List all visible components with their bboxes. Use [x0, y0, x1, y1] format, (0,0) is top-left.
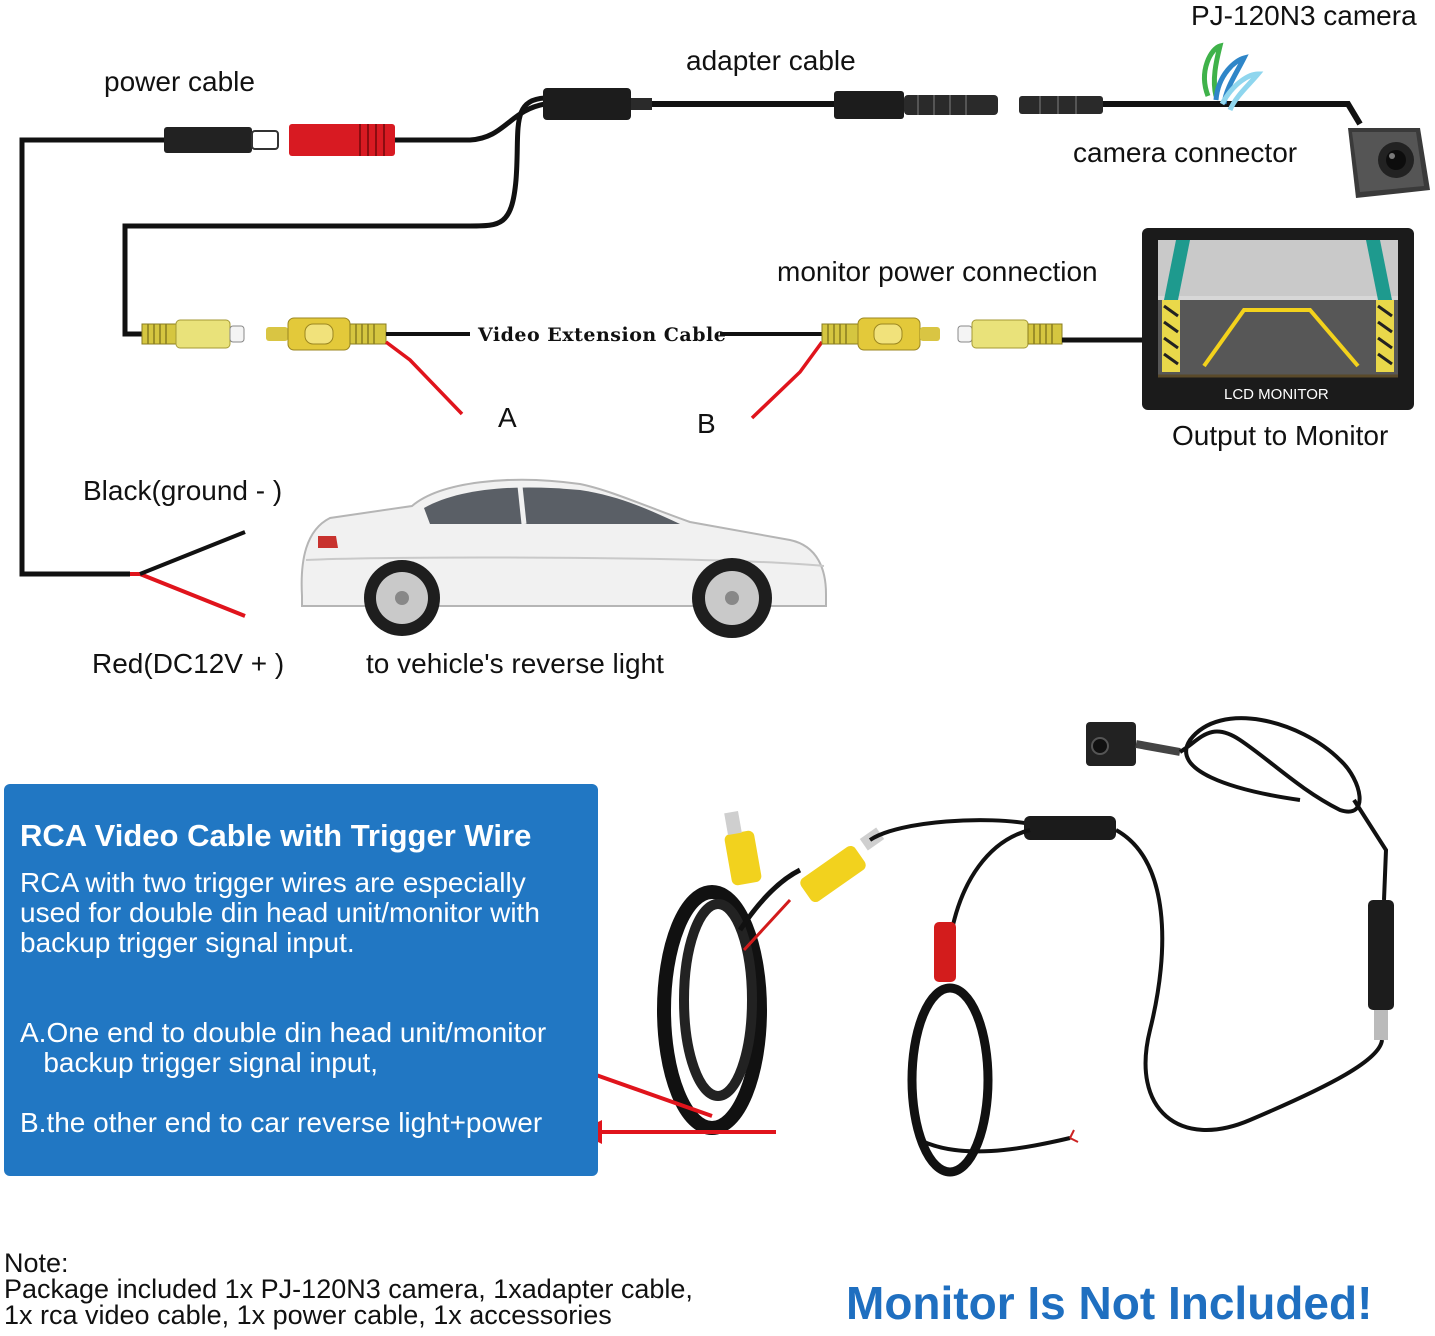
- lcd-monitor: [1142, 228, 1414, 410]
- red-dc12v-label: Red(DC12V + ): [92, 648, 285, 679]
- panel-point-b: B.the other end to car reverse light+pow…: [20, 1107, 543, 1138]
- video-branch-wire: [122, 95, 546, 337]
- adapter-connector: [834, 91, 904, 119]
- package-note: Note: Package included 1x PJ-120N3 camer…: [4, 1248, 693, 1330]
- power-plug-black: [164, 127, 252, 153]
- point-b-label: B: [697, 408, 716, 439]
- red-plug-photo: [934, 922, 956, 982]
- rca-female-left: [125, 319, 245, 349]
- splitter-photo: [1024, 816, 1116, 840]
- waterproof-icon: [1202, 42, 1264, 112]
- point-a-label: A: [498, 402, 517, 433]
- camera-connector-photo: [1368, 900, 1394, 1010]
- power-cable-label: power cable: [104, 66, 255, 97]
- panel-description: RCA with two trigger wires are especiall…: [20, 867, 540, 958]
- note-body: Package included 1x PJ-120N3 camera, 1xa…: [4, 1274, 693, 1330]
- power-red-branch: [130, 572, 246, 618]
- rca-female-right: [957, 319, 1146, 349]
- camera-photo: [1086, 722, 1136, 766]
- power-branch-wire: [395, 101, 546, 143]
- monitor-power-connection-label: monitor power connection: [777, 256, 1098, 287]
- video-extension-cable-label: Video Extension Cable: [478, 324, 727, 346]
- camera-connector-plug: [1019, 96, 1103, 114]
- adapter-cable-label: adapter cable: [686, 45, 856, 76]
- panel-title: RCA Video Cable with Trigger Wire: [20, 818, 532, 853]
- output-to-monitor-label: Output to Monitor: [1172, 420, 1389, 451]
- rca-male-b: [821, 317, 940, 351]
- power-plug-red: [289, 124, 395, 156]
- camera-model-label: PJ-120N3 camera: [1191, 0, 1417, 31]
- monitor-not-included-banner: Monitor Is Not Included!: [846, 1277, 1373, 1329]
- panel-point-a: A.One end to double din head unit/monito…: [20, 1017, 547, 1078]
- camera-body: [1348, 128, 1430, 198]
- arrow-b-icon: [578, 1120, 776, 1144]
- lcd-monitor-label: LCD MONITOR: [1224, 386, 1329, 403]
- black-ground-label: Black(ground - ): [83, 475, 283, 506]
- car-illustration: [300, 478, 827, 638]
- note-heading: Note:: [4, 1248, 69, 1278]
- power-black-branch: [139, 530, 246, 576]
- power-ground-wire: [19, 137, 165, 577]
- rca-plug-photo-1: [724, 810, 762, 886]
- adapter-splitter: [543, 88, 631, 120]
- product-photo: [657, 716, 1394, 1177]
- trigger-wire-b: [750, 340, 824, 420]
- reverse-light-label: to vehicle's reverse light: [366, 648, 664, 679]
- info-panel: RCA Video Cable with Trigger Wire RCA wi…: [4, 784, 598, 1176]
- rca-male-a: [266, 317, 387, 351]
- trigger-wire-a: [384, 340, 464, 416]
- camera-connector-label: camera connector: [1073, 137, 1298, 168]
